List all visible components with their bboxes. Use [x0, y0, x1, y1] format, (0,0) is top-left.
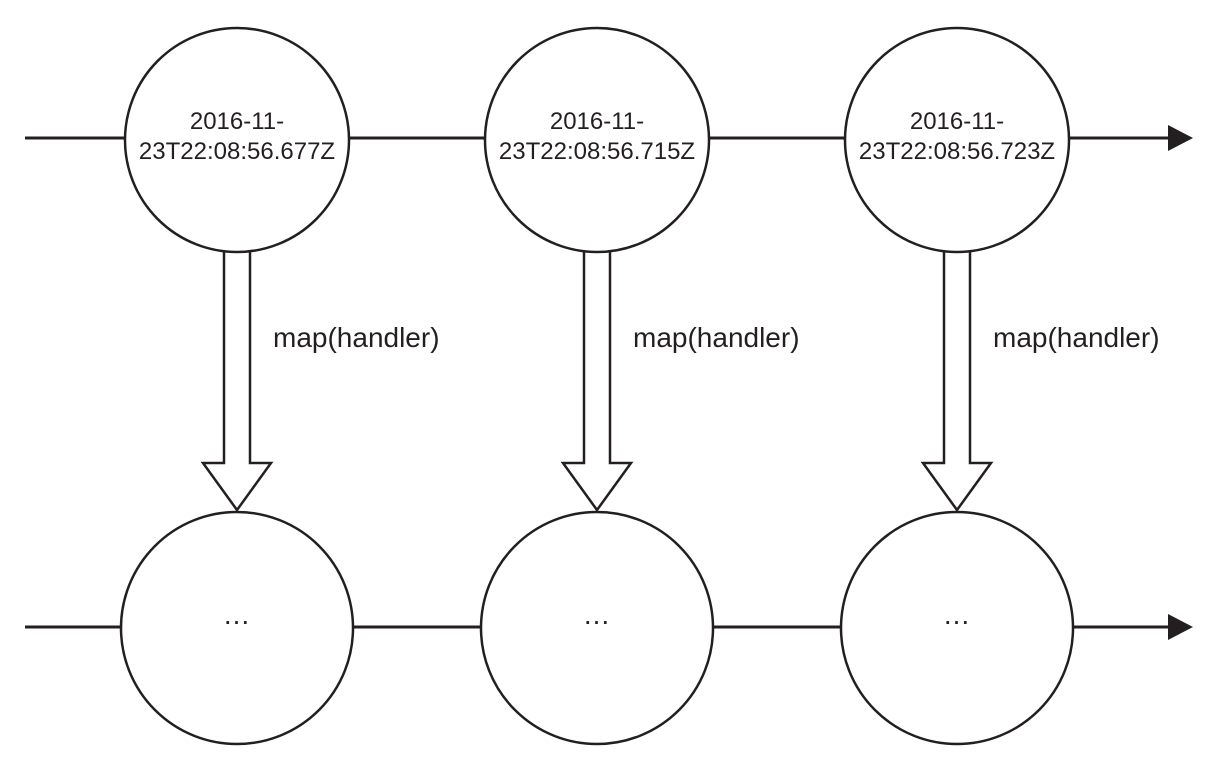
source-event-circle-1 — [123, 26, 351, 254]
source-event-label-1: 2016-11- 23T22:08:56.677Z — [122, 107, 352, 167]
map-down-arrow-icon-2 — [560, 251, 634, 513]
output-stream-arrowhead-icon — [1168, 614, 1193, 640]
source-event-circle-3 — [843, 26, 1071, 254]
source-event-label-1-line1: 2016-11- — [189, 108, 285, 135]
operator-label-3: map(handler) — [993, 322, 1160, 353]
source-event-label-3-line1: 2016-11- — [909, 108, 1005, 135]
source-event-label-3: 2016-11- 23T22:08:56.723Z — [842, 107, 1072, 167]
source-event-label-3-line2: 23T22:08:56.723Z — [858, 138, 1056, 165]
output-event-label-3: ... — [943, 599, 971, 630]
source-event-label-1-line2: 23T22:08:56.677Z — [138, 138, 336, 165]
output-event-label-1: ... — [223, 599, 251, 630]
output-event-label-2: ... — [583, 599, 611, 630]
source-event-label-2-line2: 23T22:08:56.715Z — [498, 138, 696, 165]
source-event-circle-2 — [483, 26, 711, 254]
operator-label-1: map(handler) — [273, 322, 440, 353]
source-event-label-2: 2016-11- 23T22:08:56.715Z — [482, 107, 712, 167]
source-stream-arrowhead-icon — [1168, 125, 1193, 151]
map-down-arrow-icon-3 — [920, 251, 994, 513]
source-event-label-2-line1: 2016-11- — [549, 108, 645, 135]
operator-label-2: map(handler) — [633, 322, 800, 353]
map-down-arrow-icon-1 — [200, 251, 274, 513]
